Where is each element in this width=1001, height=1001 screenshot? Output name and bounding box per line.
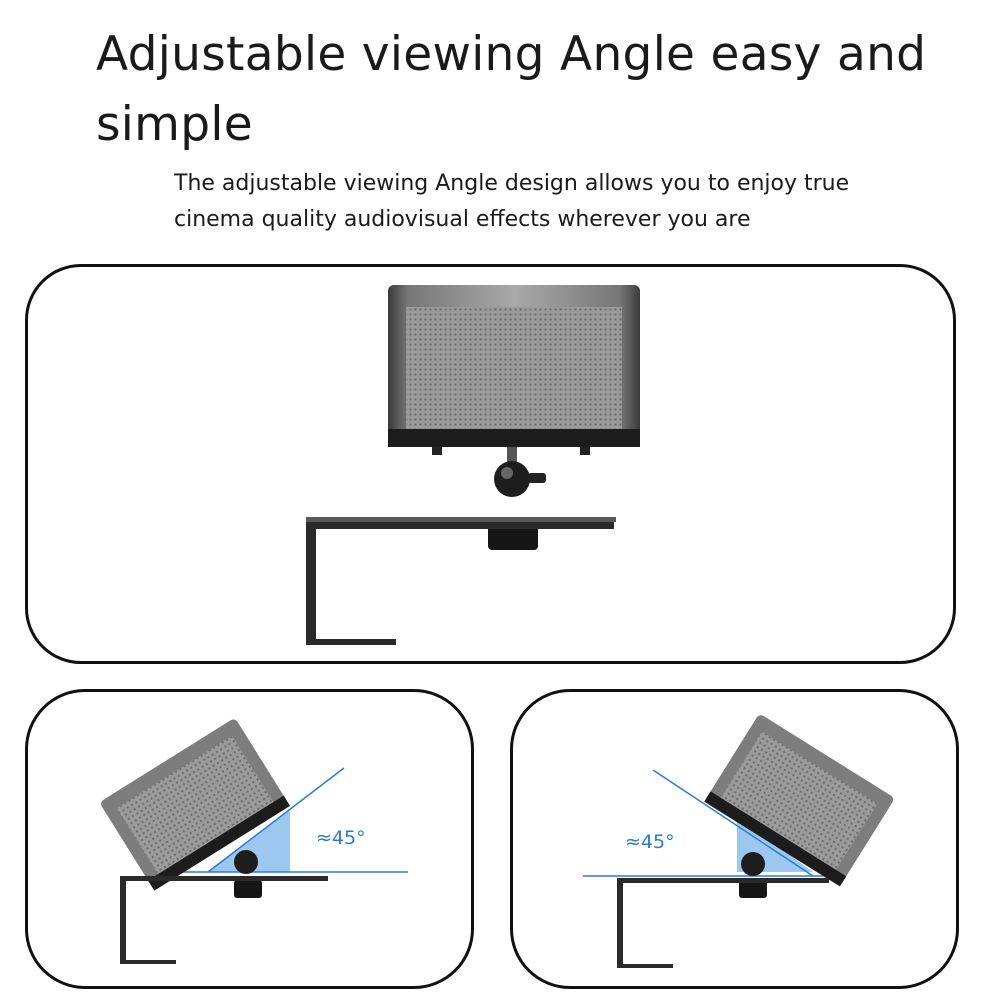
angle-label: ≈45°	[625, 831, 675, 853]
projector-image	[388, 285, 640, 455]
l-bracket	[306, 517, 616, 645]
tilt-right-illustration: ≈45°	[583, 715, 894, 968]
page-title: Adjustable viewing Angle easy and simple	[96, 27, 927, 152]
projector-image	[704, 715, 894, 887]
tilt-right-panel: ≈45°	[510, 689, 959, 989]
page-subtitle: The adjustable viewing Angle design allo…	[174, 171, 850, 232]
l-bracket	[617, 878, 829, 968]
ball-head-mount	[739, 852, 767, 898]
projector-image	[101, 719, 291, 891]
tilt-reference-line	[652, 769, 814, 877]
tilt-left-illustration: ≈45°	[101, 719, 408, 964]
l-bracket	[120, 876, 328, 964]
tilt-reference-line	[207, 767, 345, 873]
tilt-left-panel: ≈45°	[25, 689, 474, 989]
level-view-panel	[25, 264, 956, 664]
ball-head-mount	[488, 447, 546, 550]
level-projector-illustration	[306, 285, 640, 645]
angle-label: ≈45°	[316, 827, 366, 849]
ball-head-mount	[234, 850, 262, 898]
